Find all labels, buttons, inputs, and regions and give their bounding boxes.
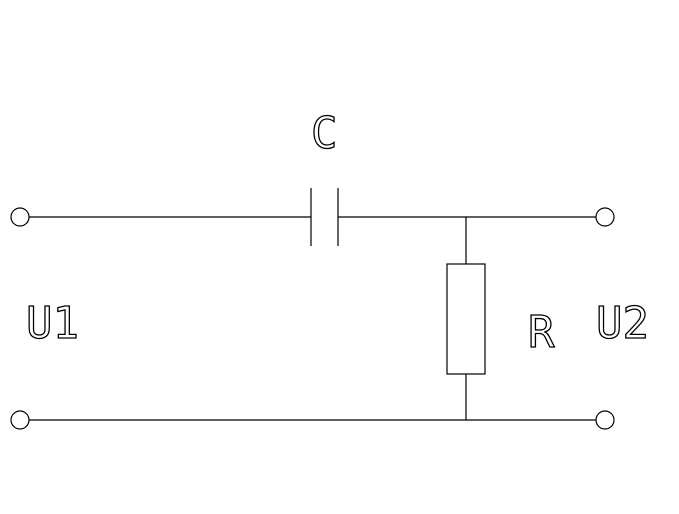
resistor-label: R xyxy=(528,307,555,358)
terminal-top-right xyxy=(595,207,615,227)
output-voltage-label: U2 xyxy=(596,298,649,349)
capacitor-label: C xyxy=(311,108,338,159)
resistor xyxy=(446,263,486,375)
terminal-bottom-left xyxy=(10,410,30,430)
terminal-bottom-right xyxy=(595,410,615,430)
input-voltage-label: U1 xyxy=(26,298,79,349)
terminal-top-left xyxy=(10,207,30,227)
